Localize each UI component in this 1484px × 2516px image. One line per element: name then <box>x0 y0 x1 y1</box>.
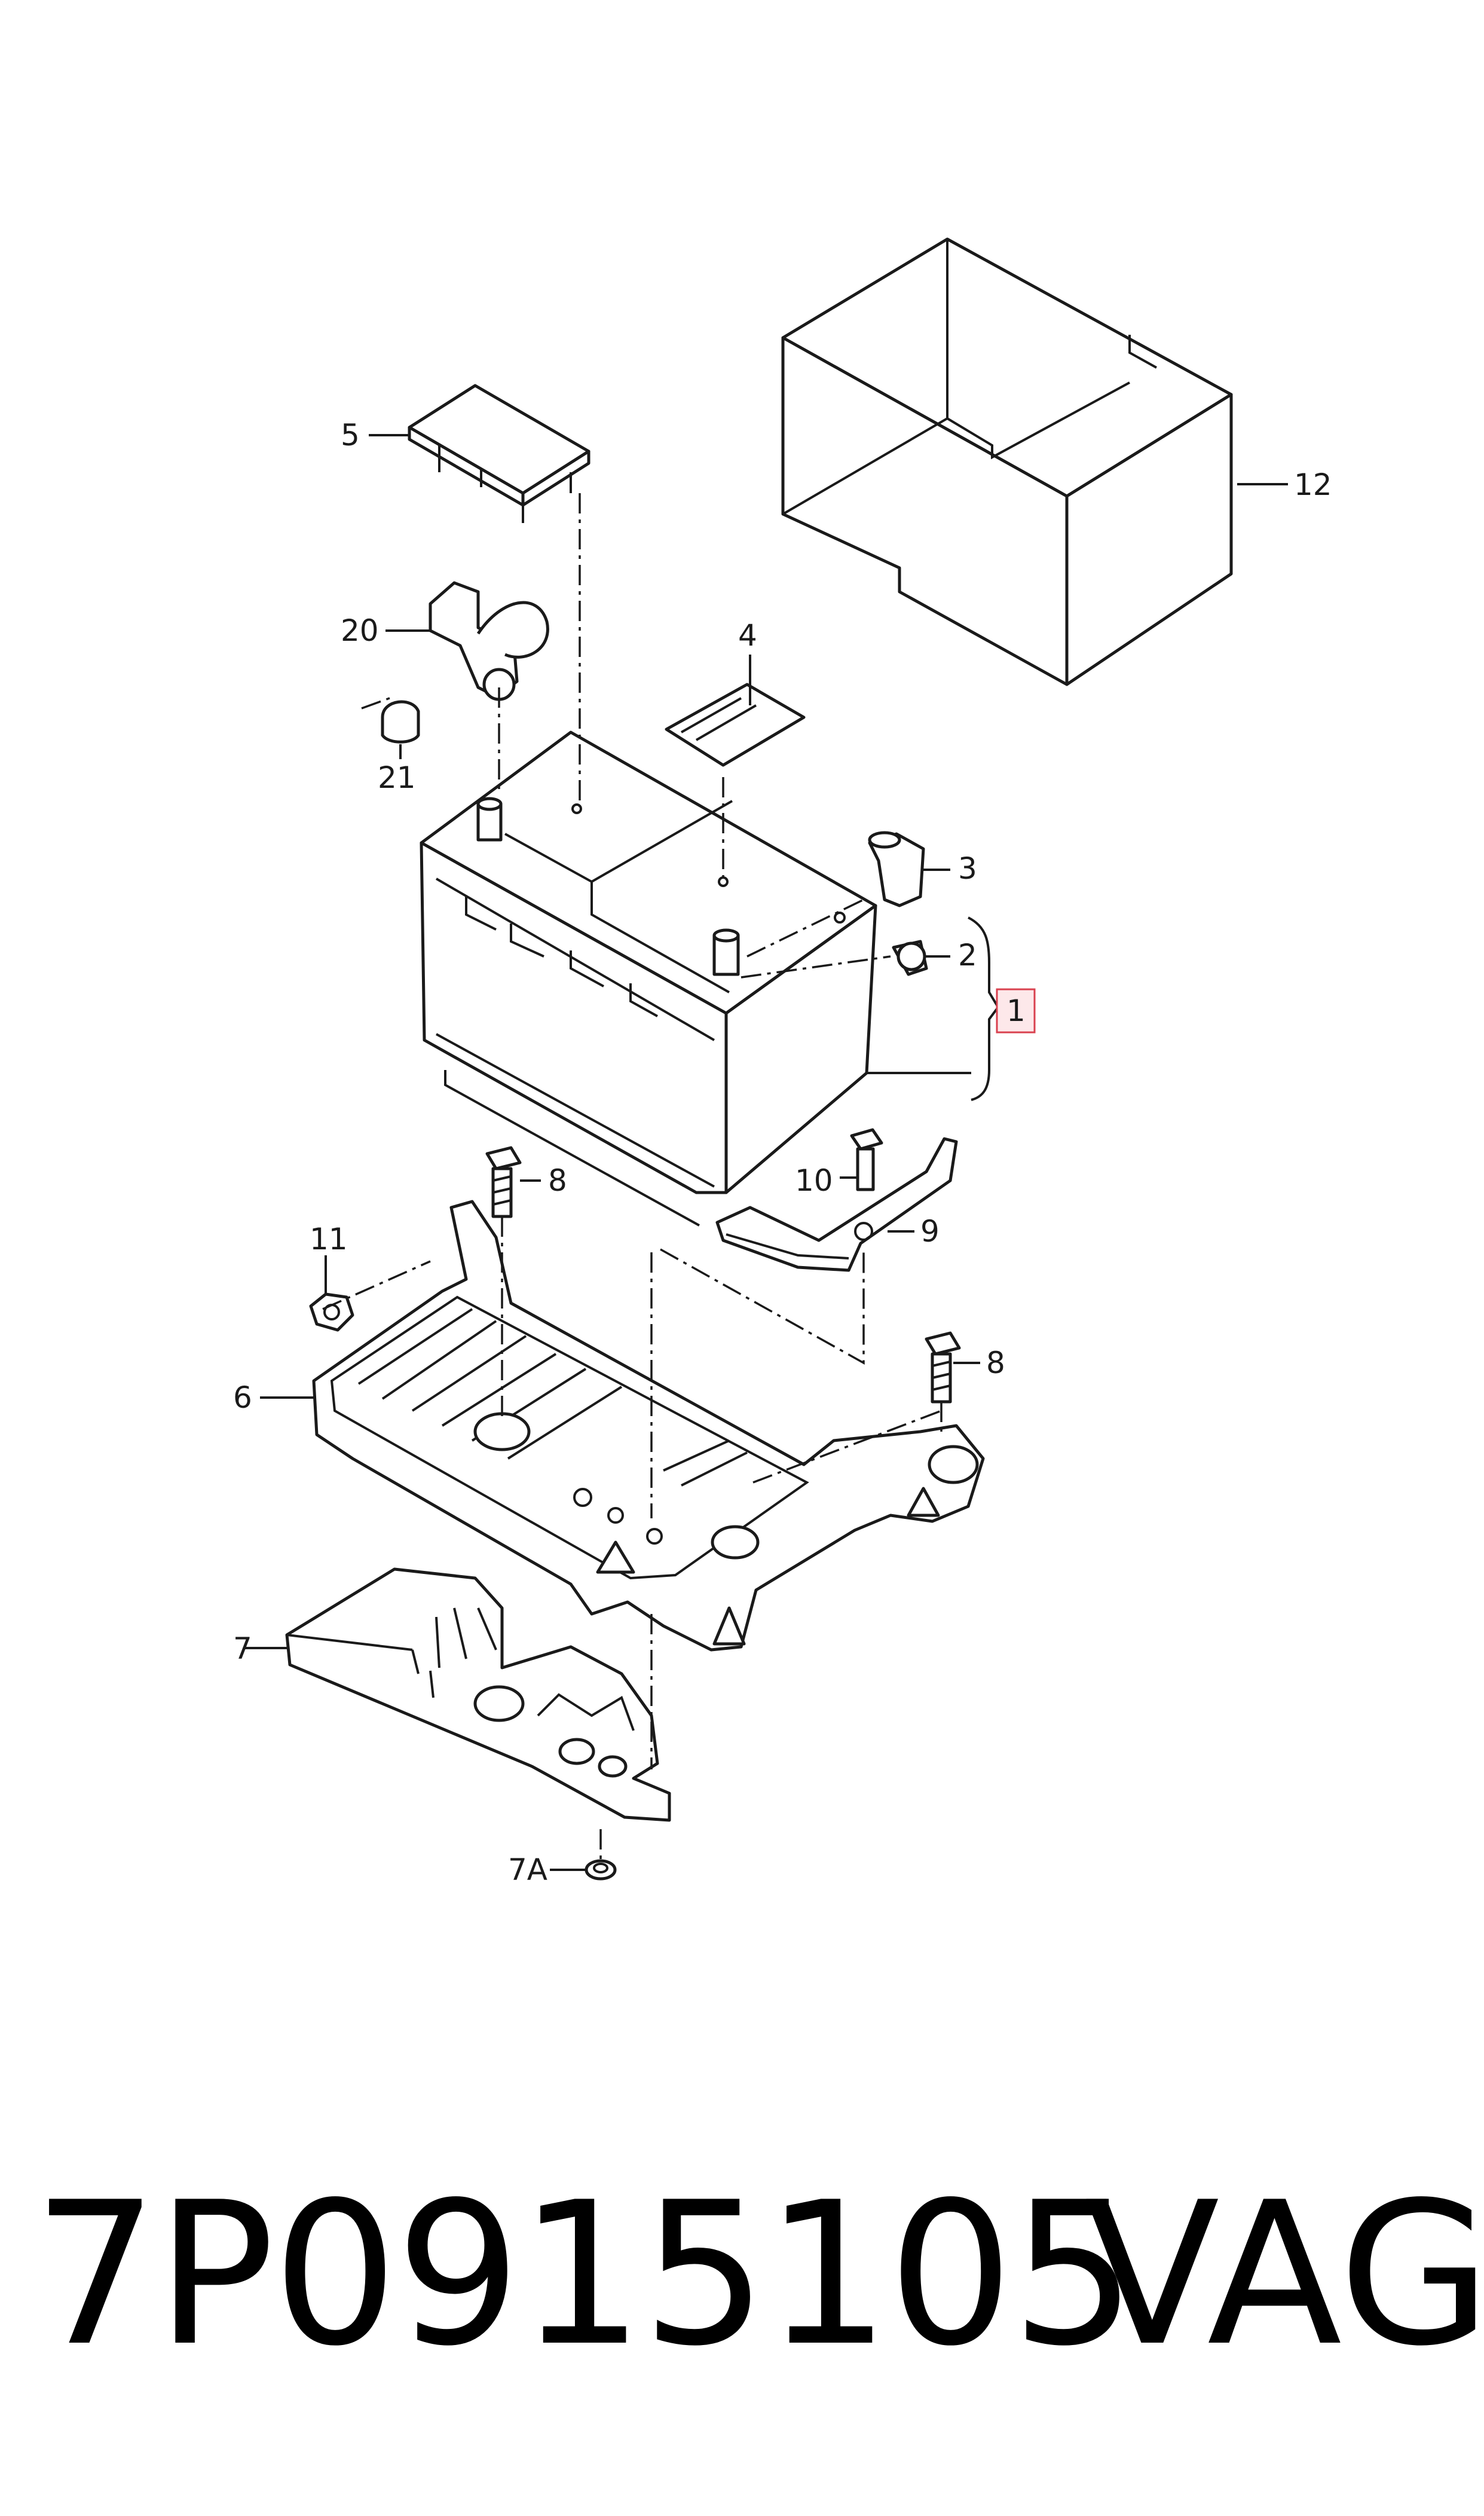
battery-insulation-box <box>781 237 1233 686</box>
callout-20[interactable]: 20 <box>341 613 379 648</box>
callout-21[interactable]: 21 <box>378 760 416 795</box>
callout-1[interactable]: 1 <box>1006 993 1026 1028</box>
vent-elbow <box>868 831 925 907</box>
bolt-10 <box>850 1128 883 1191</box>
clamping-plate <box>715 1137 958 1272</box>
nut <box>309 1292 354 1332</box>
callout-12[interactable]: 12 <box>1294 467 1332 502</box>
callout-3[interactable]: 3 <box>958 851 977 886</box>
callout-8-left[interactable]: 8 <box>548 1163 567 1198</box>
callout-5[interactable]: 5 <box>341 418 360 453</box>
callout-10[interactable]: 10 <box>795 1163 833 1198</box>
bolt-left <box>485 1146 522 1218</box>
callout-labels: 1 2 3 4 5 6 7 7A 8 8 9 10 11 12 20 21 <box>233 418 1332 1887</box>
battery-label <box>665 683 806 767</box>
callout-9[interactable]: 9 <box>920 1214 940 1249</box>
callout-6[interactable]: 6 <box>233 1380 252 1415</box>
battery <box>420 730 877 1227</box>
callout-7a[interactable]: 7A <box>508 1852 547 1887</box>
clip-7a <box>585 1859 617 1881</box>
callout-8-right[interactable]: 8 <box>986 1346 1005 1380</box>
terminal-clamp <box>381 581 549 744</box>
brand-name: VAG <box>1085 2160 1484 2389</box>
bolt-right <box>925 1331 961 1404</box>
callout-4[interactable]: 4 <box>738 618 757 653</box>
vent-plug <box>892 940 928 976</box>
part-number: 7P0915105 <box>33 2160 1137 2389</box>
leader-lines <box>245 434 1288 1871</box>
terminal-cover <box>408 384 590 523</box>
callout-7[interactable]: 7 <box>233 1631 252 1666</box>
assembly-axes <box>322 493 943 1859</box>
callout-2[interactable]: 2 <box>958 938 977 973</box>
callout-11[interactable]: 11 <box>310 1222 348 1257</box>
callout-1-highlight <box>996 988 1036 1034</box>
battery-tray <box>312 1200 985 1652</box>
tray-cover <box>285 1567 671 1822</box>
